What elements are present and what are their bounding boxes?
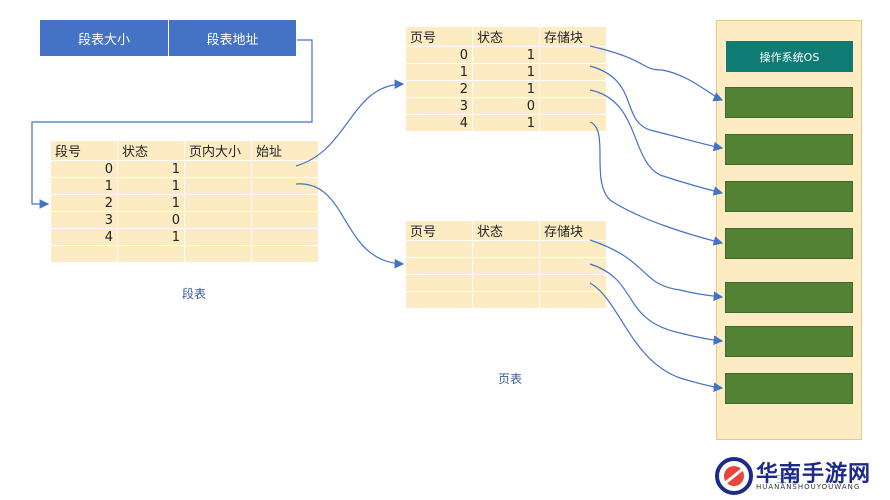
page-table-caption: 页表: [498, 372, 523, 386]
header-storage-block: 存储块: [539, 26, 607, 47]
page-2-to-block-arrow: [589, 89, 724, 196]
header-storage-block: 存储块: [539, 220, 607, 241]
table-row: [405, 274, 607, 292]
memory-block: [725, 181, 853, 212]
watermark-logo: 华南手游网 HUANANSHOUYOUWANG: [712, 450, 890, 500]
segment-table-caption: 段表: [182, 287, 207, 301]
table-row: [405, 291, 607, 309]
logo-title: 华南手游网: [756, 462, 872, 487]
memory-block: [725, 326, 853, 357]
memory-block: [725, 228, 853, 259]
segment-table-address-field: 段表地址: [169, 20, 297, 56]
start-address-cell: [251, 245, 319, 263]
memory-caption: 主存: [776, 472, 798, 485]
page-table-2-row-2-arrow: [589, 282, 724, 392]
header-start-address: 始址: [251, 140, 319, 161]
segment-1-to-page-table-2-arrow: [295, 183, 405, 269]
page-no: 4: [405, 114, 473, 132]
page-table-2-row-1-arrow: [589, 263, 724, 345]
memory-block: [725, 87, 853, 118]
memory-block: [725, 282, 853, 313]
os-block: 操作系统OS: [726, 41, 853, 72]
page-1-to-block-arrow: [589, 65, 724, 152]
segment-table-register: 段表大小 段表地址: [40, 20, 297, 56]
page-table-2: 页号 状态 存储块: [405, 220, 607, 309]
page-table-header: 页号 状态 存储块: [405, 26, 607, 47]
page-table-2-row-0-arrow: [589, 239, 724, 301]
page-4-to-block-arrow: [589, 121, 724, 246]
logo-subtitle: HUANANSHOUYOUWANG: [756, 483, 861, 491]
table-row: [405, 257, 607, 275]
register-to-segment-table-arrow: [31, 39, 313, 209]
table-row: [405, 240, 607, 258]
segment-0-to-page-table-1-arrow: [295, 79, 405, 167]
logo-icon: [715, 457, 753, 495]
memory-block: [725, 373, 853, 404]
table-row: [50, 245, 319, 263]
page-0-to-block-arrow: [589, 45, 724, 102]
storage-block-cell: [539, 114, 607, 132]
segment-table-size-field: 段表大小: [40, 20, 169, 56]
storage-block-cell: [539, 291, 607, 309]
memory-block: [725, 134, 853, 165]
